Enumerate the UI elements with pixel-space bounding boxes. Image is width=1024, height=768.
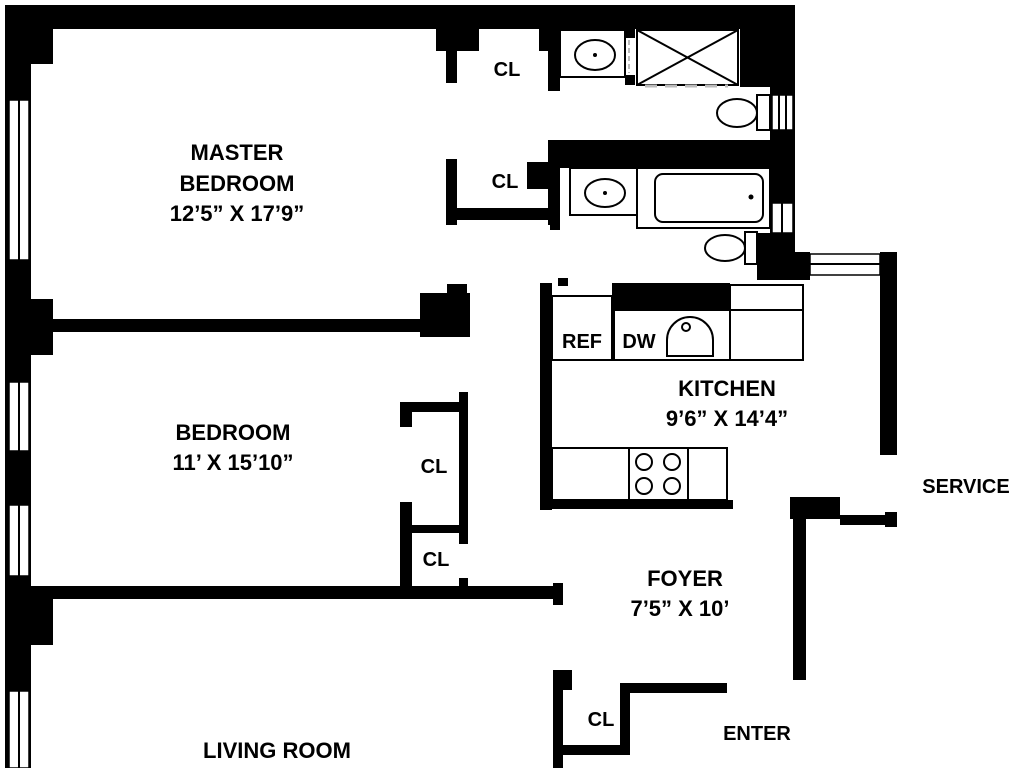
windows <box>8 94 881 768</box>
closet-label: CL <box>421 456 448 478</box>
foyer-label: FOYER <box>647 566 723 591</box>
kitchen-sink-icon <box>666 316 714 357</box>
bedroom-dimensions: 11’ X 15’10” <box>172 450 293 475</box>
refrigerator <box>551 295 613 361</box>
kitchen-dimensions: 9’6” X 14’4” <box>666 406 788 431</box>
service-entrance-label: SERVICE <box>922 476 1009 498</box>
toilet-icon <box>716 94 771 131</box>
kitchen-fixtures <box>551 284 804 501</box>
bathroom-fixtures <box>559 29 771 265</box>
stove-icon <box>628 447 689 501</box>
closet-label: CL <box>494 59 521 81</box>
master-bedroom-label: BEDROOM <box>180 171 295 196</box>
labels: MASTER BEDROOM 12’5” X 17’9” BEDROOM 11’… <box>170 59 1010 763</box>
closet-label: CL <box>492 171 519 193</box>
enter-label: ENTER <box>723 723 791 745</box>
ref-label: REF <box>562 331 602 353</box>
master-bedroom-label: MASTER <box>191 140 284 165</box>
master-bedroom-dimensions: 12’5” X 17’9” <box>170 201 305 226</box>
toilet-icon <box>704 231 758 265</box>
bathtub-icon <box>636 167 771 229</box>
living-room-label: LIVING ROOM <box>203 738 351 763</box>
closet-label: CL <box>588 709 615 731</box>
foyer-dimensions: 7’5” X 10’ <box>630 596 729 621</box>
kitchen-label: KITCHEN <box>678 376 776 401</box>
closet-label: CL <box>423 549 450 571</box>
dw-label: DW <box>622 331 655 353</box>
bedroom-label: BEDROOM <box>176 420 291 445</box>
